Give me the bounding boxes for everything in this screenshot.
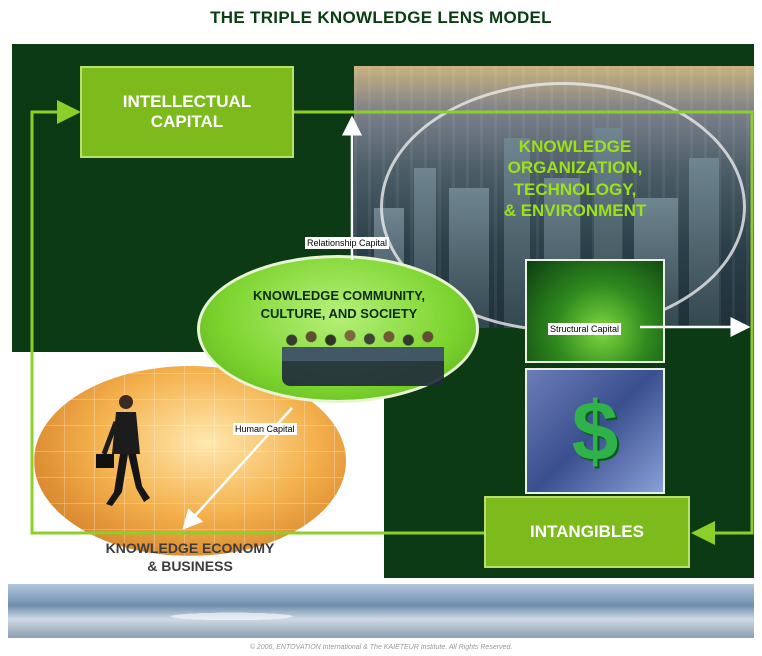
green-globe-image xyxy=(525,259,665,363)
dollar-icon: $ xyxy=(571,384,619,478)
organization-lens-label: KNOWLEDGE ORGANIZATION, TECHNOLOGY, & EN… xyxy=(503,137,647,220)
diagram-title: THE TRIPLE KNOWLEDGE LENS MODEL xyxy=(210,8,552,27)
economy-lens-label: KNOWLEDGE ECONOMY & BUSINESS xyxy=(105,540,275,574)
crowd-image xyxy=(282,330,444,386)
human-capital-label: Human Capital xyxy=(233,423,297,435)
copyright-footer: © 2006, ENTOVATION International & The K… xyxy=(249,644,513,651)
intangibles-box: INTANGIBLES xyxy=(484,496,690,568)
community-lens-label: KNOWLEDGE COMMUNITY, CULTURE, AND SOCIET… xyxy=(253,288,425,321)
relationship-capital-label: Relationship Capital xyxy=(305,237,390,249)
structural-capital-label: Structural Capital xyxy=(548,323,622,335)
intellectual-capital-box: INTELLECTUAL CAPITAL xyxy=(80,66,294,158)
money-image xyxy=(525,368,665,494)
city-panorama-strip xyxy=(8,584,754,638)
businessman-figure xyxy=(96,395,150,506)
